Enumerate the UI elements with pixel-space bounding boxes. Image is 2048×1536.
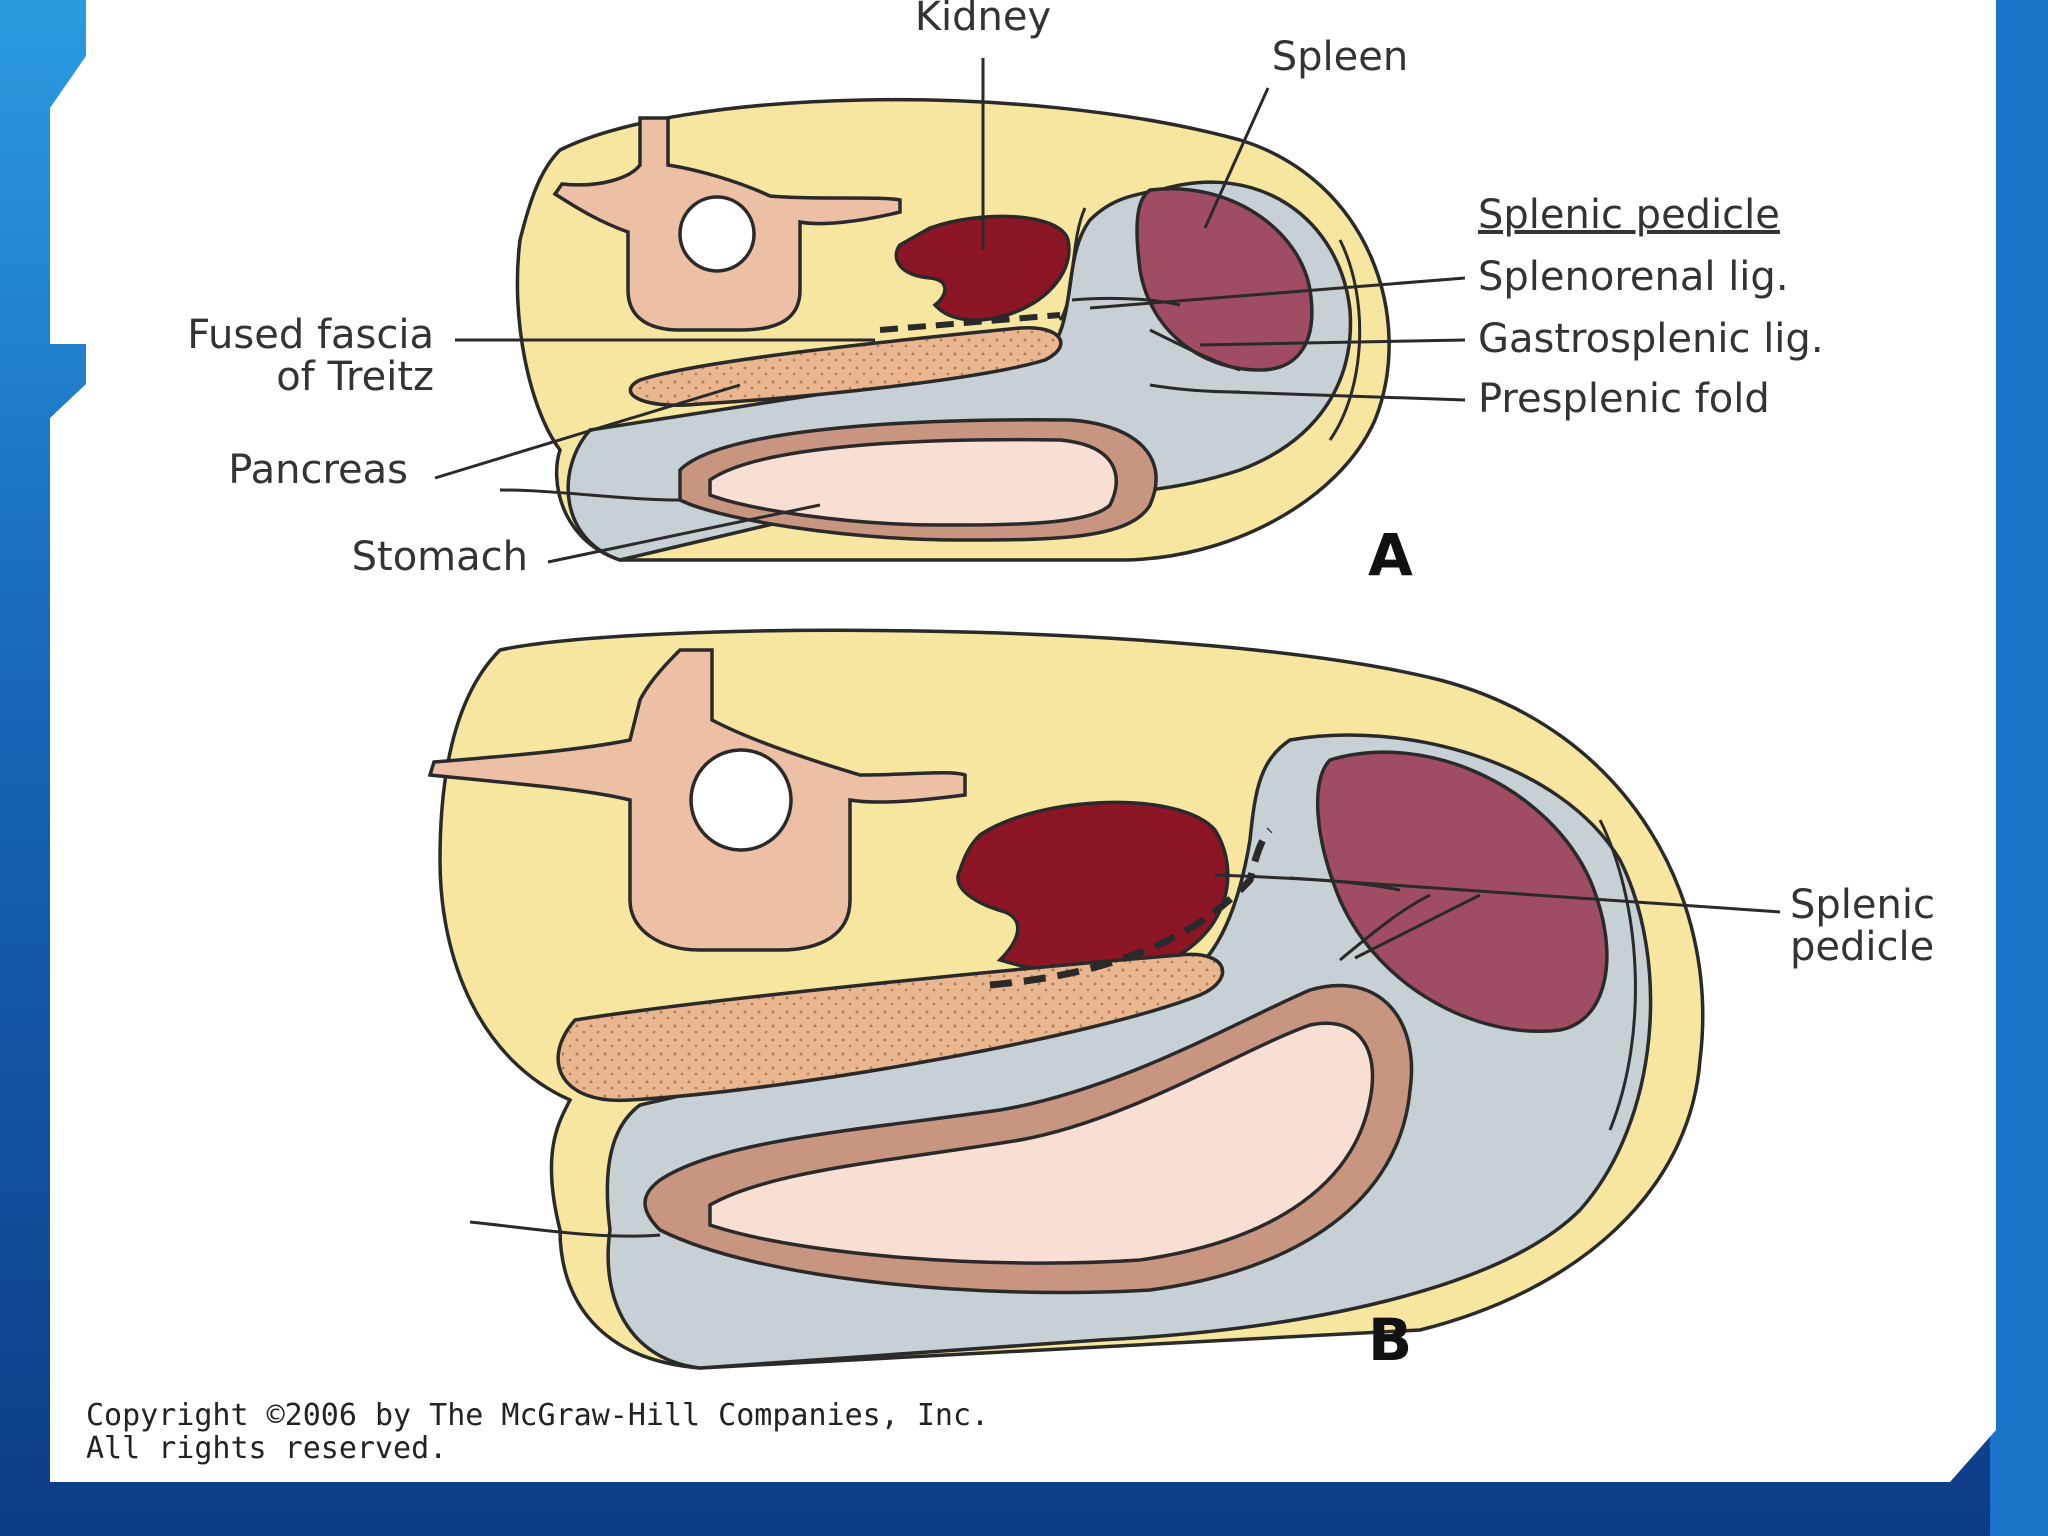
- label-stomach: Stomach: [352, 534, 528, 580]
- label-pancreas: Pancreas: [228, 447, 408, 493]
- stomach-lumen-a: [708, 437, 1119, 527]
- vertebral-canal-b: [689, 748, 793, 852]
- label-pedicle-line2: pedicle: [1790, 924, 1934, 970]
- panel-letter-b: B: [1368, 1306, 1412, 1374]
- label-splenic-line1: Splenic: [1790, 882, 1935, 928]
- panel-a: [499, 97, 1391, 562]
- spleen-b: [1315, 750, 1609, 1033]
- fused-fascia-a: [879, 312, 1061, 333]
- label-fused-fascia-line1: Fused fascia: [187, 312, 434, 358]
- fused-fascia-b: [989, 827, 1273, 989]
- pancreas-b: [556, 952, 1225, 1103]
- panel-a-leaders: [434, 58, 1466, 564]
- panel-b-leaders: [1289, 876, 1781, 960]
- label-fused-fascia-line2: of Treitz: [276, 354, 434, 400]
- copyright-line2: All rights reserved.: [86, 1431, 447, 1466]
- panel-letter-a: A: [1368, 521, 1413, 589]
- stomach-lumen-b: [708, 1021, 1375, 1265]
- label-spleen: Spleen: [1272, 34, 1408, 80]
- slide-right-band: [1990, 0, 2048, 1536]
- label-splenic-pedicle-heading: Splenic pedicle: [1478, 192, 1780, 238]
- panel-b: [427, 628, 1705, 1370]
- label-presplenic-fold: Presplenic fold: [1478, 376, 1770, 422]
- label-gastrosplenic-lig: Gastrosplenic lig.: [1478, 316, 1824, 362]
- label-splenorenal-lig: Splenorenal lig.: [1478, 254, 1789, 300]
- vertebral-canal-a: [678, 195, 756, 273]
- spleen-a: [1135, 187, 1314, 372]
- copyright-line1: Copyright ©2006 by The McGraw-Hill Compa…: [86, 1398, 989, 1433]
- label-kidney: Kidney: [915, 0, 1051, 40]
